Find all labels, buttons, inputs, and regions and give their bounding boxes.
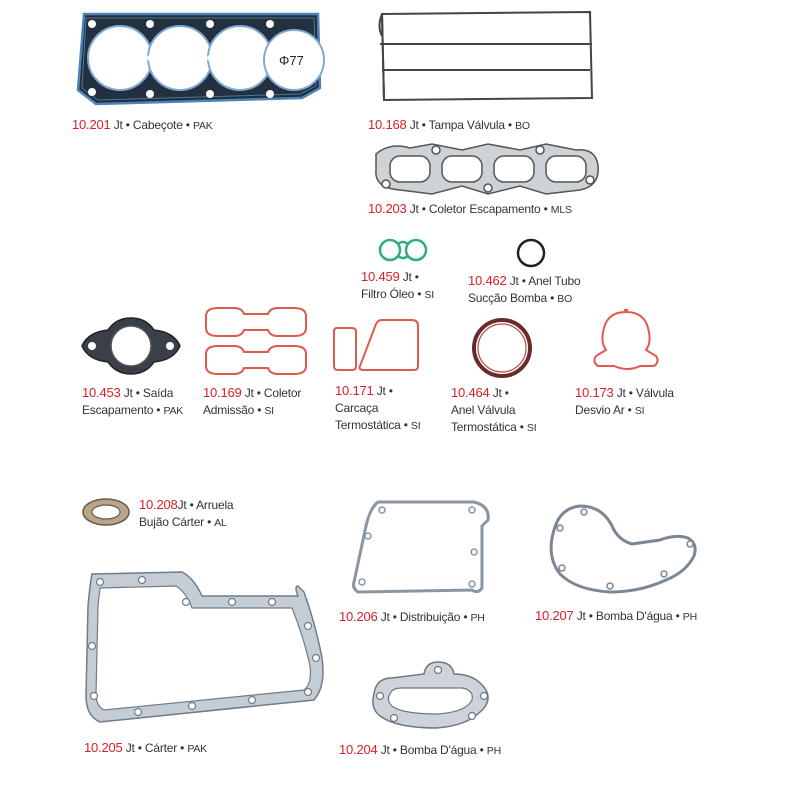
caption-10208: 10.208Jt • Arruela Bujão Cárter • AL — [139, 497, 234, 529]
caption-10171: 10.171 Jt • Carcaça Termostática • SI — [335, 383, 421, 432]
drain-plug-washer-image — [82, 498, 130, 526]
caption-10169: 10.169 Jt • Coletor Admissão • SI — [203, 385, 302, 417]
timing-cover-gasket-image — [352, 500, 490, 594]
bore-diameter-label: Φ77 — [279, 53, 304, 68]
intake-manifold-gasket-image — [205, 307, 307, 375]
water-pump-gasket-upper-image — [549, 504, 697, 594]
caption-10207: 10.207 Jt • Bomba D'água • PH — [535, 608, 697, 623]
air-bypass-valve-gasket-image — [593, 309, 659, 370]
caption-10459: 10.459 Jt • Filtro Óleo • SI — [361, 269, 434, 301]
caption-10453: 10.453 Jt • Saída Escapamento • PAK — [82, 385, 184, 417]
caption-10203: 10.203 Jt • Coletor Escapamento • MLS — [368, 201, 572, 216]
oil-filter-gasket-image — [378, 238, 428, 262]
caption-10201: 10.201 Jt • Cabeçote • PAK — [72, 117, 213, 132]
oil-pan-gasket-image — [85, 571, 324, 723]
valve-cover-gasket-image — [378, 10, 594, 102]
caption-10204: 10.204 Jt • Bomba D'água • PH — [339, 742, 501, 757]
caption-10205: 10.205 Jt • Cárter • PAK — [84, 740, 207, 755]
suction-tube-oring-image — [516, 238, 546, 268]
caption-10173: 10.173 Jt • Válvula Desvio Ar • SI — [575, 385, 674, 417]
thermostat-valve-ring-image — [472, 318, 532, 378]
caption-10168: 10.168 Jt • Tampa Válvula • BO — [368, 117, 530, 132]
head-gasket-image: Φ77 — [76, 12, 325, 106]
exhaust-outlet-gasket-image — [81, 317, 181, 375]
caption-10206: 10.206 Jt • Distribuição • PH — [339, 609, 485, 624]
thermostat-housing-gasket-image — [333, 319, 419, 371]
water-pump-gasket-lower-image — [372, 661, 489, 729]
caption-10462: 10.462 Jt • Anel Tubo Sucção Bomba • BO — [468, 273, 581, 305]
exhaust-manifold-gasket-image — [375, 143, 599, 195]
caption-10464: 10.464 Jt • Anel Válvula Termostática • … — [451, 385, 537, 434]
